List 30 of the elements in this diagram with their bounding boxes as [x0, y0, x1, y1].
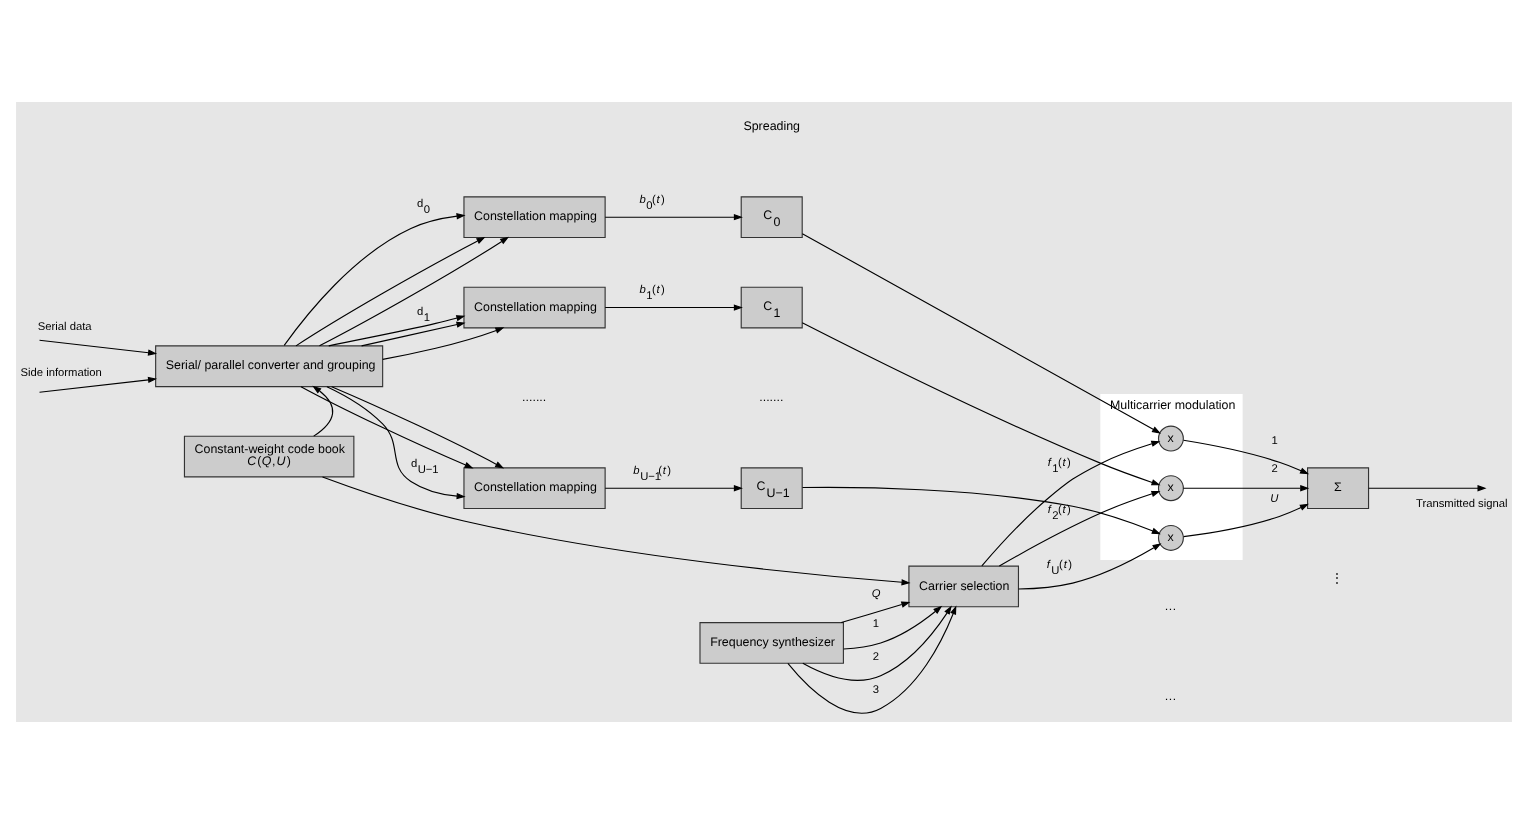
arrow — [38, 376, 158, 393]
arrow — [1182, 439, 1310, 475]
arrow — [787, 605, 957, 714]
arrow — [382, 327, 505, 360]
arrow — [843, 605, 943, 650]
arrow — [981, 440, 1161, 567]
arrow — [604, 214, 743, 221]
arrow — [331, 386, 505, 469]
arrow — [295, 236, 486, 347]
arrow — [604, 485, 743, 492]
arrow — [802, 605, 952, 681]
arrow — [300, 386, 474, 469]
arrow — [840, 601, 911, 624]
arrow — [283, 213, 466, 346]
arrow — [318, 236, 510, 347]
arrow — [604, 304, 743, 311]
arrow — [312, 385, 334, 437]
arrow — [801, 233, 1161, 434]
arrow — [326, 386, 466, 500]
arrow — [328, 315, 466, 347]
arrow — [1182, 485, 1310, 492]
arrow — [801, 486, 1161, 535]
arrow — [1018, 543, 1162, 590]
arrow — [321, 476, 911, 586]
arrow — [38, 339, 158, 356]
arrow — [998, 490, 1161, 567]
arrow — [1183, 503, 1309, 538]
arrow — [361, 321, 466, 347]
arrow — [1368, 485, 1487, 492]
arrow — [801, 322, 1161, 486]
